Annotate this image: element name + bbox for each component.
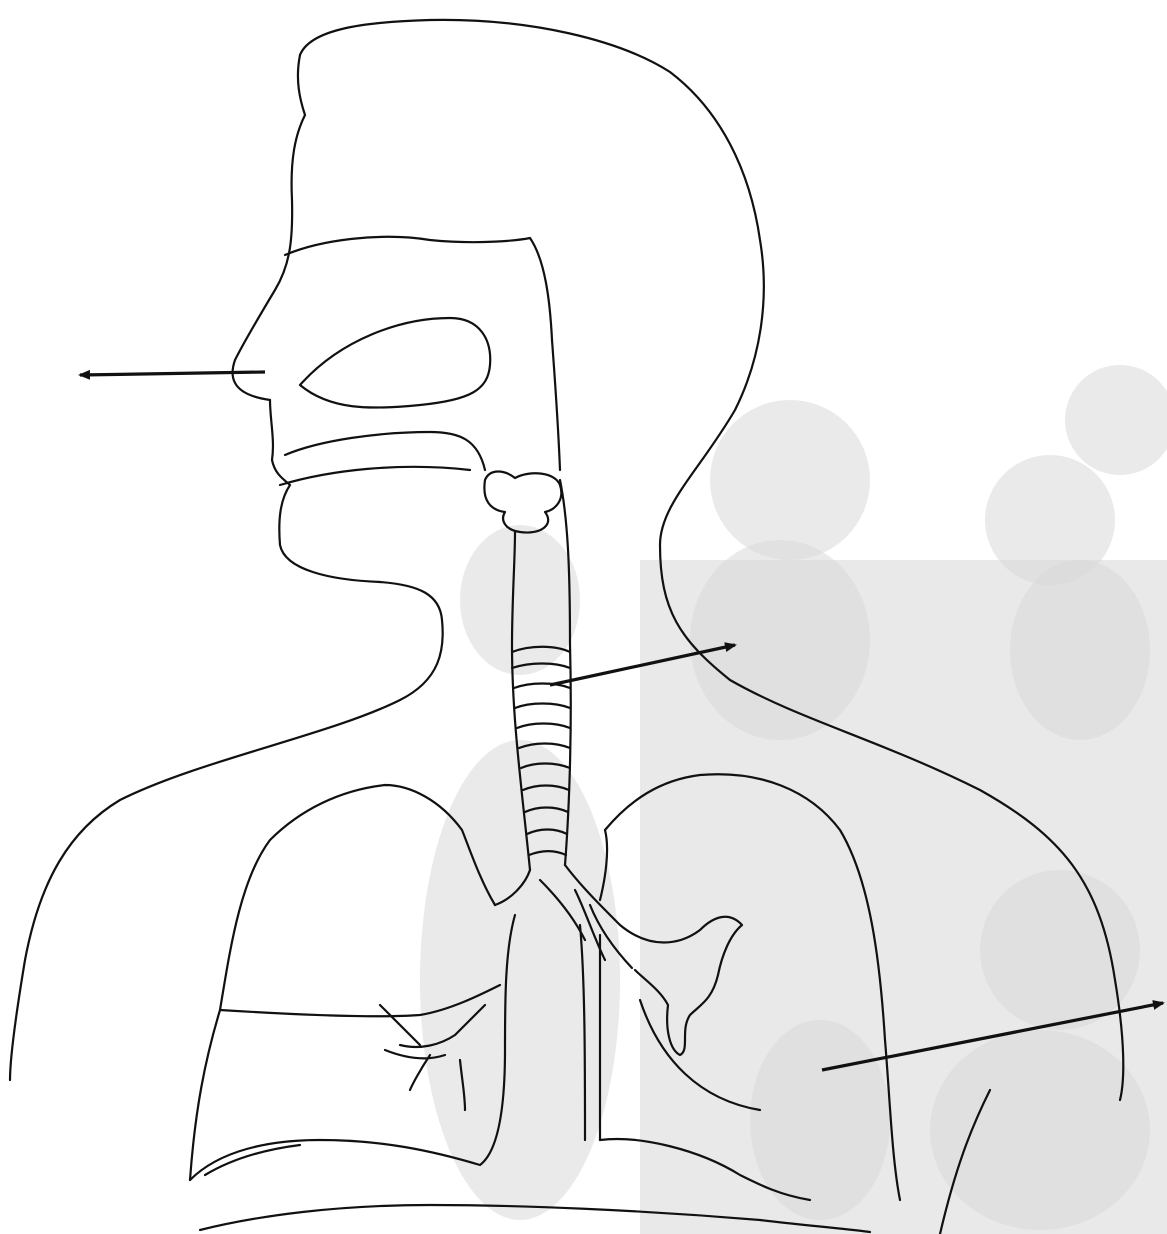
nose-arrow [80, 372, 265, 375]
watermark-children [420, 365, 1167, 1234]
